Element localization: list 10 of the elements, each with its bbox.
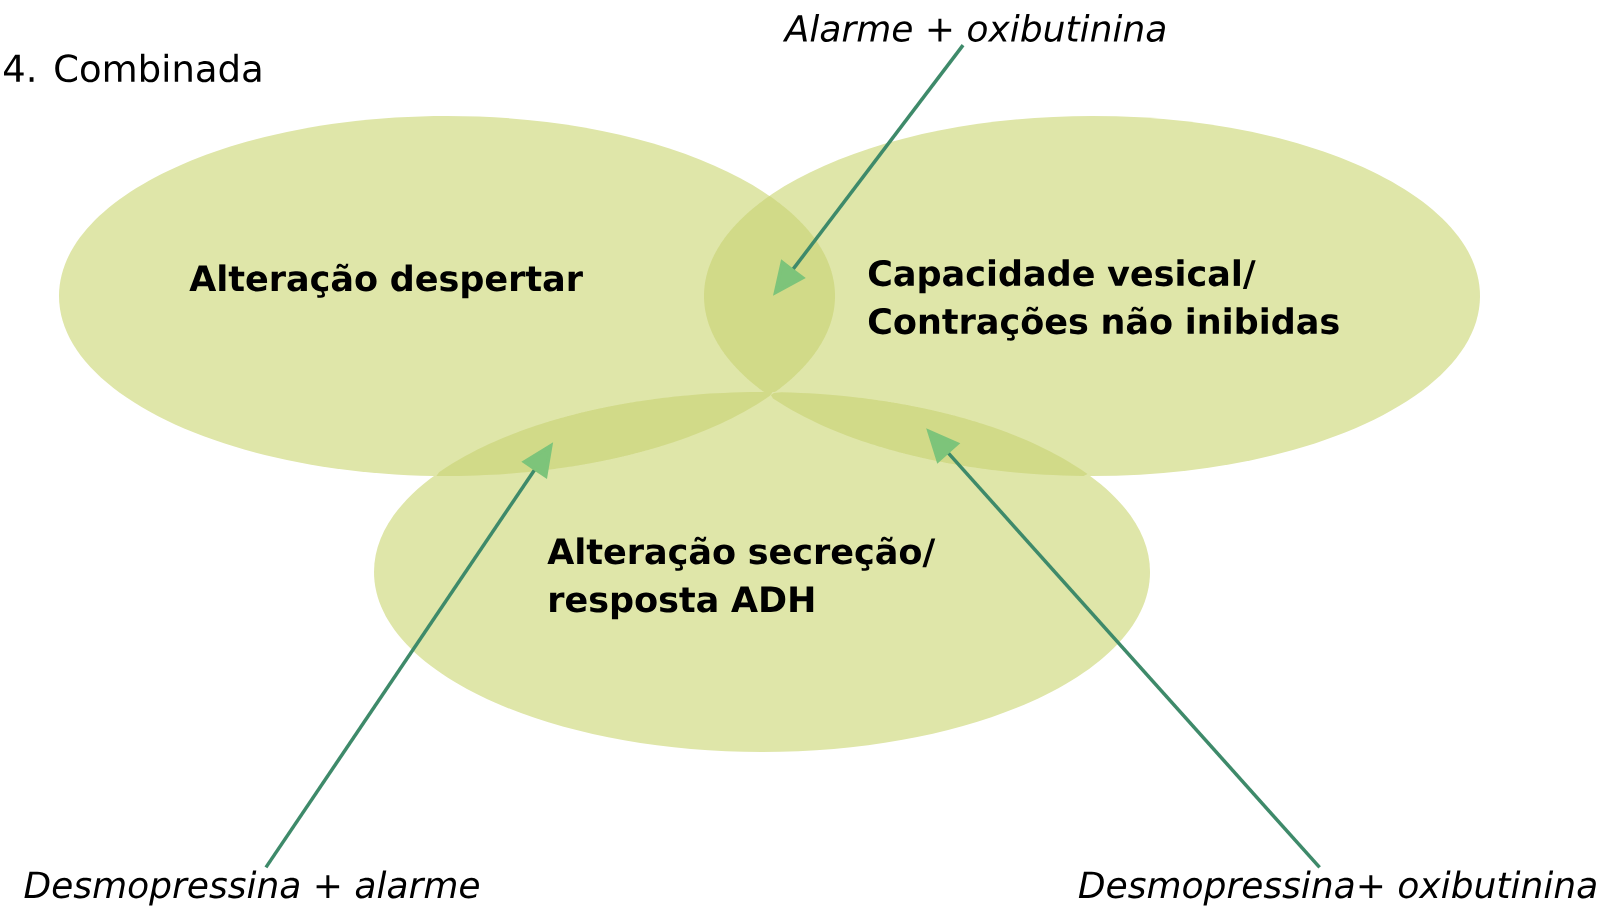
title: 4. Combinada — [4, 53, 261, 83]
therapy-label: Alarme + oxibutinina — [782, 14, 1165, 42]
therapy-label: Desmopressina + alarme — [24, 870, 479, 906]
overlap-region — [704, 195, 835, 393]
therapy-label: Desmopressina+ oxibutinina — [1078, 870, 1596, 906]
ellipse-label: Alteração secreção/ resposta ADH — [547, 536, 936, 620]
ellipse-label: Capacidade vesical/ Contrações não inibidas — [868, 259, 1339, 341]
overlap-region — [770, 392, 1088, 476]
overlap-region — [436, 392, 773, 476]
ellipse-label: Alteração despertar — [189, 263, 583, 299]
